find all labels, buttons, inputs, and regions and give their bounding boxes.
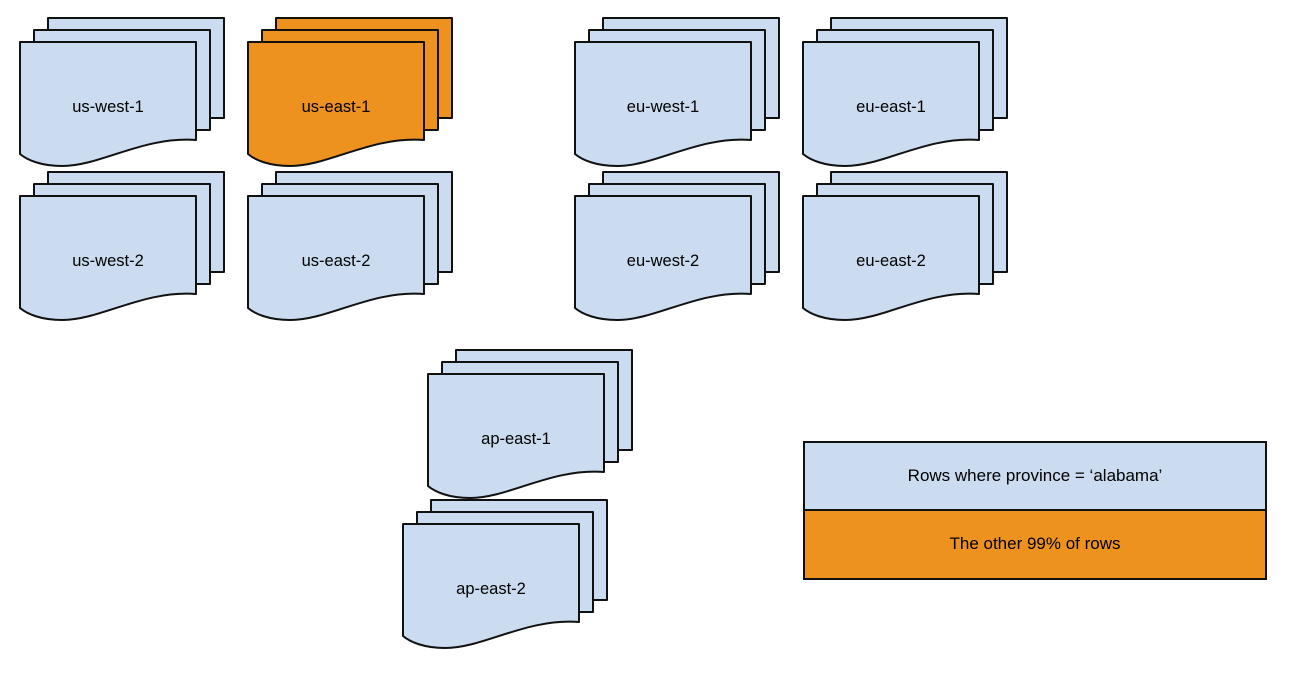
shard-stack-eu-west-2[interactable]: eu-west-2: [573, 170, 817, 334]
shard-sheet-front: [574, 195, 752, 321]
shard-stack-graphic: [574, 17, 780, 167]
shard-stack-graphic: [19, 171, 225, 321]
shard-stack-graphic: [402, 499, 608, 649]
shard-sheet-front: [402, 523, 580, 649]
legend-row-alabama: Rows where province = ‘alabama’: [805, 443, 1265, 511]
shard-stack-graphic: [247, 17, 453, 167]
shard-stack-us-west-2[interactable]: us-west-2: [18, 170, 262, 334]
shard-stack-ap-east-1[interactable]: ap-east-1: [426, 348, 670, 512]
shard-sheet-front: [427, 373, 605, 499]
shard-stack-graphic: [427, 349, 633, 499]
shard-sheet-front: [19, 195, 197, 321]
shard-stack-eu-east-2[interactable]: eu-east-2: [801, 170, 1045, 334]
shard-stack-us-east-1[interactable]: us-east-1: [246, 16, 490, 180]
shard-sheet-front: [247, 195, 425, 321]
shard-sheet-front: [247, 41, 425, 167]
shard-stack-graphic: [247, 171, 453, 321]
shard-stack-ap-east-2[interactable]: ap-east-2: [401, 498, 645, 662]
shard-sheet-front: [802, 41, 980, 167]
legend-row-other: The other 99% of rows: [805, 510, 1265, 578]
shard-stack-eu-west-1[interactable]: eu-west-1: [573, 16, 817, 180]
shard-stack-us-east-2[interactable]: us-east-2: [246, 170, 490, 334]
shard-stack-us-west-1[interactable]: us-west-1: [18, 16, 262, 180]
shard-sheet-front: [802, 195, 980, 321]
shard-stack-graphic: [19, 17, 225, 167]
shard-stack-graphic: [574, 171, 780, 321]
shard-sheet-front: [574, 41, 752, 167]
legend-label-other: The other 99% of rows: [949, 534, 1121, 554]
shard-stack-graphic: [802, 171, 1008, 321]
shard-sheet-front: [19, 41, 197, 167]
legend: Rows where province = ‘alabama’ The othe…: [803, 441, 1267, 580]
shard-stack-graphic: [802, 17, 1008, 167]
shard-stack-eu-east-1[interactable]: eu-east-1: [801, 16, 1045, 180]
legend-label-alabama: Rows where province = ‘alabama’: [907, 465, 1163, 485]
